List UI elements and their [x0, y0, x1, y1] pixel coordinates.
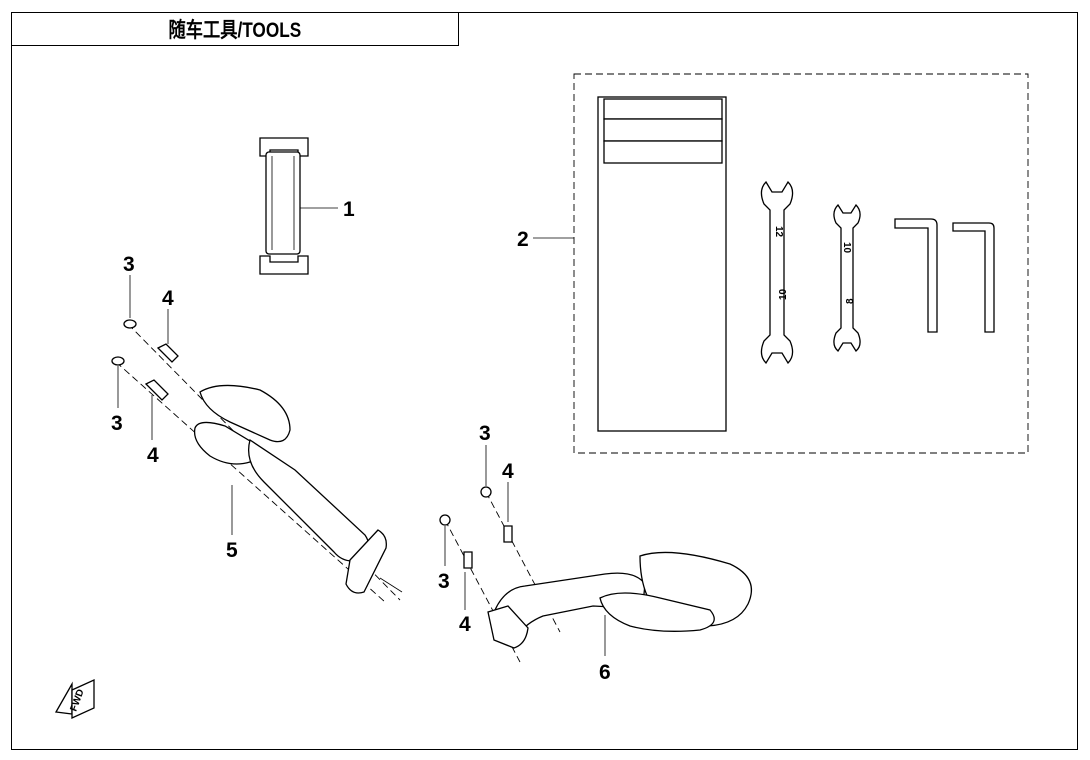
- tool-bag: [597, 96, 727, 432]
- callout-3-right-top: 3: [479, 422, 491, 445]
- toolkit-group-box: [573, 73, 1029, 454]
- callout-4-right-bottom: 4: [459, 613, 471, 636]
- forward-arrow-icon: FWD: [54, 678, 95, 720]
- callout-6: 6: [599, 661, 611, 684]
- wrench-size-10: 10: [778, 288, 789, 300]
- open-end-wrench-10-8: 10 8: [833, 203, 861, 352]
- page-title: 随车工具/TOOLS: [168, 19, 302, 42]
- cap-3a: [123, 319, 137, 329]
- wrench-size-8: 8: [845, 298, 856, 304]
- callout-4-right-top: 4: [502, 460, 514, 483]
- callout-3-left-top: 3: [123, 253, 135, 276]
- callout-3-left-bottom: 3: [111, 412, 123, 435]
- callout-2: 2: [517, 228, 529, 251]
- tool-strap: [259, 137, 338, 275]
- right-mirror-assembly: [439, 486, 753, 663]
- callout-4-left-top: 4: [162, 287, 174, 310]
- wrench-size-12: 12: [773, 226, 784, 238]
- left-mirror-assembly: [111, 319, 403, 603]
- title-box: 随车工具/TOOLS: [11, 12, 459, 46]
- callout-5: 5: [226, 539, 238, 562]
- wrench-size-10b: 10: [841, 242, 852, 254]
- callout-4-left-bottom: 4: [147, 444, 159, 467]
- hex-key-small: [952, 222, 995, 333]
- callout-3-right-bottom: 3: [438, 570, 450, 593]
- callout-1: 1: [343, 198, 355, 221]
- drawing-frame: [11, 12, 1078, 750]
- open-end-wrench-12-10: 12 10: [760, 180, 794, 365]
- hex-key-large: [894, 218, 938, 333]
